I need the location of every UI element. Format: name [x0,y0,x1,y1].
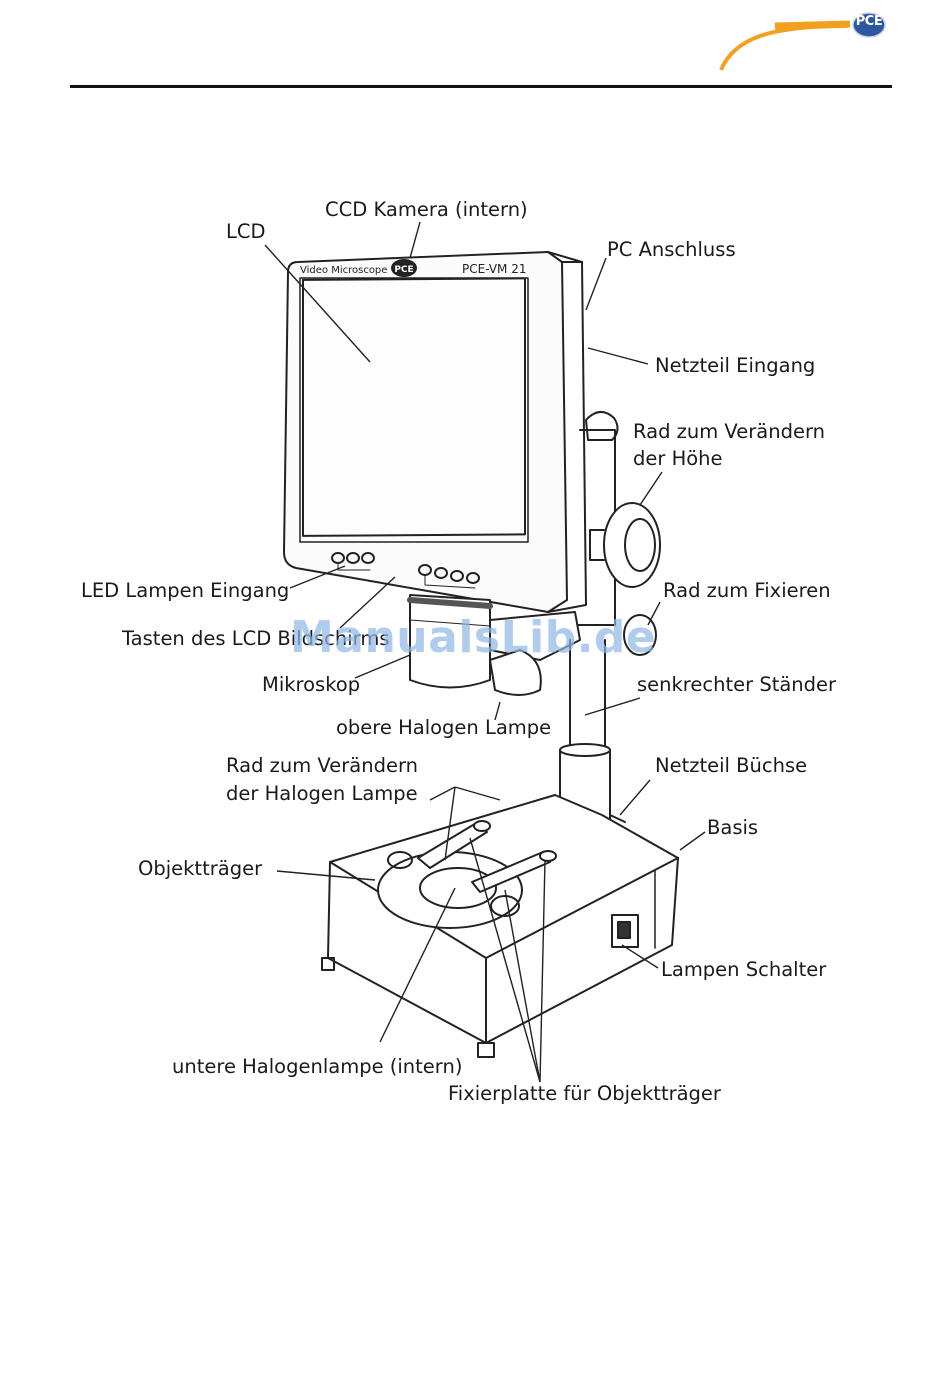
label-power-input: Netzteil Eingang [655,354,816,377]
label-halogen-wheel-1: Rad zum Verändern [226,754,418,777]
pce-logo-text: PCE [855,14,883,29]
lcd-button [466,572,480,584]
lcd-button [434,567,448,579]
lcd-monitor [283,251,587,613]
label-led-input: LED Lampen Eingang [81,579,290,602]
label-lamp-switch: Lampen Schalter [661,958,827,981]
lcd-screen [302,277,526,537]
label-height-wheel-2: der Höhe [633,447,723,470]
header-rule [70,85,892,88]
label-microscope: Mikroskop [262,673,361,696]
label-height-wheel-1: Rad zum Verändern [633,420,825,443]
microscope-body [407,594,581,696]
label-ccd-camera: CCD Kamera (intern) [325,198,528,221]
screen-title: Video Microscope [300,265,387,276]
logo-swoosh [719,20,851,71]
height-wheel [589,502,661,588]
label-power-socket: Netzteil Büchse [655,754,808,777]
lcd-button [346,552,360,564]
label-slide: Objektträger [138,857,263,880]
model-label: PCE-VM 21 [462,262,526,276]
label-lcd: LCD [226,220,266,243]
lcd-button [450,570,464,582]
label-fix-wheel: Rad zum Fixieren [663,579,831,602]
base [321,794,679,1058]
label-upper-halogen: obere Halogen Lampe [336,716,552,739]
label-vertical-stand: senkrechter Ständer [637,673,837,696]
label-slide-clip: Fixierplatte für Objektträger [448,1082,721,1105]
lcd-button [361,552,375,564]
label-pc-port: PC Anschluss [607,238,736,261]
label-lower-halogen: untere Halogenlampe (intern) [172,1055,463,1078]
label-halogen-wheel-2: der Halogen Lampe [226,782,418,805]
label-base: Basis [707,816,759,839]
label-lcd-buttons: Tasten des LCD Bildschirms [122,627,390,650]
device-badge: PCE [394,265,413,275]
watermark: ManualsLib.de [290,612,657,663]
pce-logo-badge [852,12,886,38]
